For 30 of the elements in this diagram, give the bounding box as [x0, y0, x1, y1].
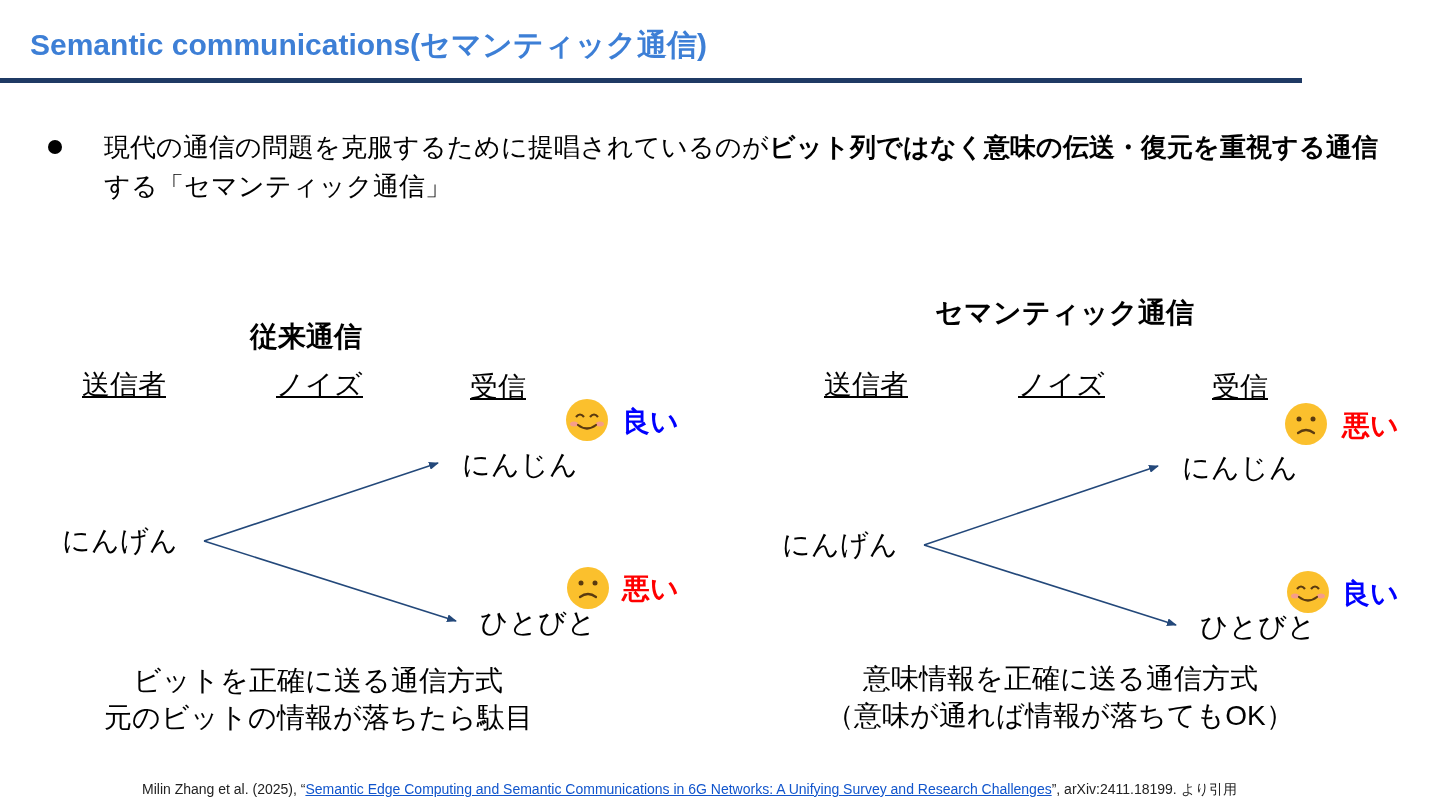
- word-text: にんじん: [1182, 449, 1298, 487]
- description-text: 意味情報を正確に送る通信方式: [861, 662, 1259, 696]
- word-text: ひとびと: [1200, 608, 1316, 646]
- column-heading: ノイズ: [1018, 368, 1105, 402]
- bullet-text: 現代の通信の問題を克服するために提唱されているのがビット列ではなく意味の伝送・復元を重視する通信する「セマンティック通信」: [104, 131, 1378, 203]
- column-heading: 受信: [1212, 370, 1268, 404]
- arrow: [203, 462, 439, 542]
- column-heading: ノイズ: [276, 368, 363, 402]
- arrow: [203, 540, 457, 623]
- arrow: [923, 465, 1159, 546]
- section-heading: 従来通信: [250, 320, 362, 354]
- word-text: ひとびと: [480, 604, 596, 642]
- paper-link: Semantic Edge Computing and Semantic Communications in 6G Networks: A Unifying Survey and Research Challenges: [305, 781, 1052, 797]
- evaluation-label: 良い: [1342, 577, 1399, 611]
- description-text: （意味が通れば情報が落ちてもOK）: [825, 699, 1295, 733]
- column-heading: 受信: [470, 370, 526, 404]
- word-text: にんじん: [462, 446, 578, 484]
- citation-text: Milin Zhang et al. (2025), “Semantic Edge Computing and Semantic Communications in 6G Networks: A Unifying Survey and Research Challenges”, arXiv:2411.18199. より引用: [142, 780, 1237, 799]
- word-text: にんげん: [782, 526, 898, 564]
- word-text: にんげん: [62, 522, 178, 560]
- description-text: 元のビットの情報が落ちたら駄目: [102, 701, 534, 735]
- column-heading: 送信者: [824, 368, 908, 402]
- evaluation-label: 悪い: [622, 572, 679, 606]
- evaluation-label: 悪い: [1342, 409, 1399, 443]
- evaluation-label: 良い: [622, 405, 679, 439]
- slide-title: Semantic communications(セマンティック通信): [30, 27, 708, 63]
- section-heading: セマンティック通信: [935, 296, 1194, 330]
- column-heading: 送信者: [82, 368, 166, 402]
- arrow: [923, 544, 1177, 627]
- description-text: ビットを正確に送る通信方式: [132, 664, 504, 698]
